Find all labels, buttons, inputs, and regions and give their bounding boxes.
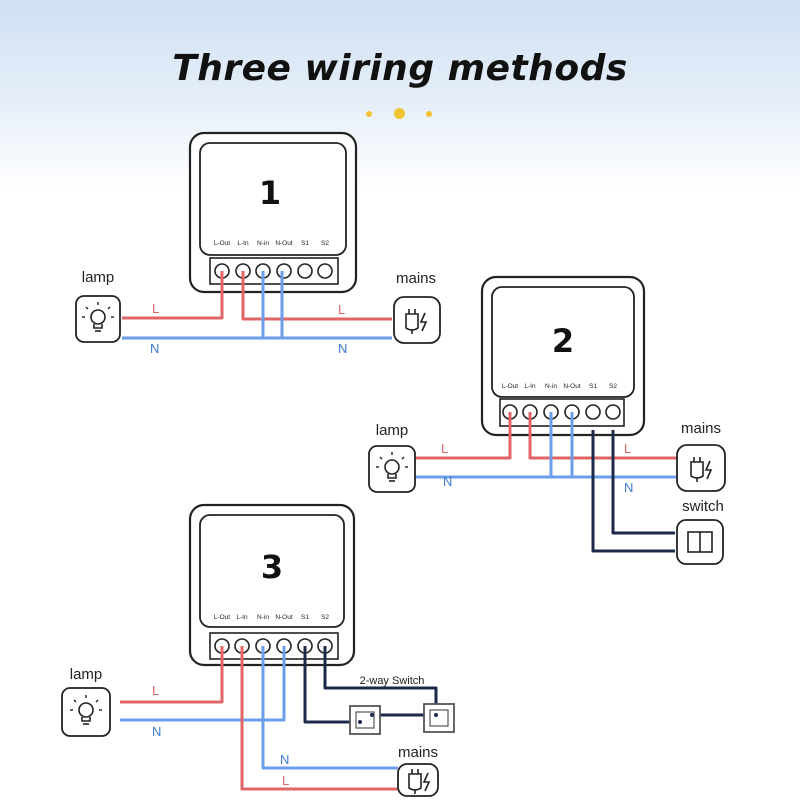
wire-label-n: N	[338, 341, 347, 356]
page-title: Three wiring methods	[172, 48, 628, 89]
svg-text:L-Out: L-Out	[214, 240, 230, 247]
terminal-labels-3: L-Out L-In N-in N-Out S1 S2	[214, 614, 329, 621]
svg-text:S2: S2	[609, 383, 617, 390]
method-number-1: 1	[259, 174, 281, 212]
wires-2	[415, 412, 677, 553]
lamp-label: lamp	[376, 422, 409, 439]
decorative-dots	[360, 106, 440, 122]
wire-label-n: N	[443, 474, 452, 489]
wire-label-l: L	[624, 441, 631, 456]
svg-text:L-Out: L-Out	[214, 614, 230, 621]
switch-label: switch	[682, 498, 724, 515]
wire-label-n: N	[150, 341, 159, 356]
lamp-label: lamp	[70, 666, 103, 683]
svg-text:N-Out: N-Out	[563, 383, 581, 390]
svg-text:N-Out: N-Out	[275, 240, 293, 247]
wires-1	[122, 271, 392, 340]
lamp-label: lamp	[82, 269, 115, 286]
wire-label-n: N	[280, 752, 289, 767]
wire-label-l: L	[282, 773, 289, 788]
method-2: 2 L-Out L-In N-in N-Out S1 S2 L L	[368, 275, 726, 565]
method-number-2: 2	[552, 322, 574, 360]
svg-text:N-in: N-in	[257, 240, 269, 247]
mains-label: mains	[681, 420, 721, 437]
wire-label-l: L	[152, 301, 159, 316]
svg-text:S2: S2	[321, 614, 329, 621]
svg-text:L-In: L-In	[236, 614, 248, 621]
wire-label-l: L	[338, 302, 345, 317]
svg-text:N-Out: N-Out	[275, 614, 293, 621]
two-way-switch-icon	[349, 703, 455, 735]
method-3: 3 L-Out L-In N-in N-Out S1 S2 L	[61, 503, 455, 797]
method-number-3: 3	[261, 548, 283, 586]
wire-label-n: N	[152, 724, 161, 739]
mains-label: mains	[396, 270, 436, 287]
svg-text:N-in: N-in	[257, 614, 269, 621]
wires-3	[120, 646, 438, 791]
wire-label-l: L	[441, 441, 448, 456]
svg-text:S2: S2	[321, 240, 329, 247]
wire-label-l: L	[152, 683, 159, 698]
svg-text:S1: S1	[301, 614, 309, 621]
svg-text:L-In: L-In	[524, 383, 536, 390]
svg-text:L-In: L-In	[237, 240, 249, 247]
two-way-switch-label: 2-way Switch	[360, 675, 425, 687]
svg-text:S1: S1	[301, 240, 309, 247]
terminal-labels-2: L-Out L-In N-in N-Out S1 S2	[502, 383, 617, 390]
rocker-switch-icon	[687, 531, 713, 553]
mains-label: mains	[398, 744, 438, 761]
svg-text:L-Out: L-Out	[502, 383, 518, 390]
svg-text:N-in: N-in	[545, 383, 557, 390]
terminal-labels-1: L-Out L-In N-in N-Out S1 S2	[214, 240, 329, 247]
wire-label-n: N	[624, 480, 633, 495]
svg-text:S1: S1	[589, 383, 597, 390]
method-1: 1 L-Out L-In N-in N-Out S1 S2 L L N N	[75, 131, 441, 356]
